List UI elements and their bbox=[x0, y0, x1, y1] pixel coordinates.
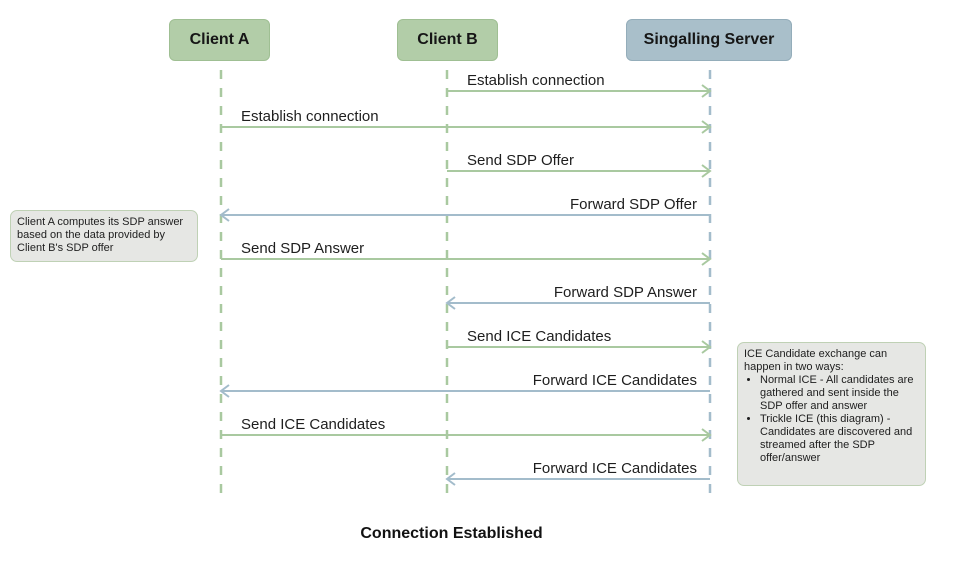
note-ice-list: Normal ICE - All candidates are gathered… bbox=[744, 374, 919, 465]
note-ice-intro: ICE Candidate exchange can happen in two… bbox=[744, 348, 888, 373]
message-label: Establish connection bbox=[241, 108, 379, 125]
message-arrowhead bbox=[701, 164, 712, 178]
message-arrowhead bbox=[445, 472, 456, 486]
message-label: Forward SDP Offer bbox=[570, 196, 697, 213]
message-label: Forward ICE Candidates bbox=[532, 460, 697, 477]
actor-client-a-label: Client A bbox=[189, 31, 250, 48]
message-label: Send SDP Offer bbox=[467, 152, 575, 169]
message-label: Forward SDP Answer bbox=[553, 284, 697, 301]
message-arrowhead bbox=[701, 120, 712, 134]
note-sdp-answer: Client A computes its SDP answer based o… bbox=[10, 210, 198, 262]
message-label: Forward ICE Candidates bbox=[532, 372, 697, 389]
message-arrowhead bbox=[219, 384, 230, 398]
message-arrowhead bbox=[445, 296, 456, 310]
note-ice-item: Trickle ICE (this diagram) - Candidates … bbox=[760, 413, 919, 465]
message-label: Send ICE Candidates bbox=[241, 416, 386, 433]
actor-signalling-server: Singalling Server bbox=[626, 19, 792, 61]
message-label: Establish connection bbox=[467, 72, 605, 89]
message-label: Send SDP Answer bbox=[241, 240, 365, 257]
actor-client-a: Client A bbox=[169, 19, 270, 61]
actor-client-b: Client B bbox=[397, 19, 498, 61]
message-arrowhead bbox=[701, 340, 712, 354]
message-arrowhead bbox=[219, 208, 230, 222]
actor-server-label: Singalling Server bbox=[643, 31, 775, 48]
actor-client-b-label: Client B bbox=[417, 31, 478, 48]
note-sdp-answer-text: Client A computes its SDP answer based o… bbox=[17, 216, 184, 254]
message-arrowhead bbox=[701, 428, 712, 442]
message-arrowhead bbox=[701, 84, 712, 98]
message-arrows bbox=[219, 84, 712, 486]
message-label: Send ICE Candidates bbox=[467, 328, 612, 345]
note-ice-item: Normal ICE - All candidates are gathered… bbox=[760, 374, 919, 413]
message-arrowhead bbox=[701, 252, 712, 266]
note-ice-exchange: ICE Candidate exchange can happen in two… bbox=[737, 342, 926, 486]
connection-established-footer: Connection Established bbox=[360, 525, 543, 542]
